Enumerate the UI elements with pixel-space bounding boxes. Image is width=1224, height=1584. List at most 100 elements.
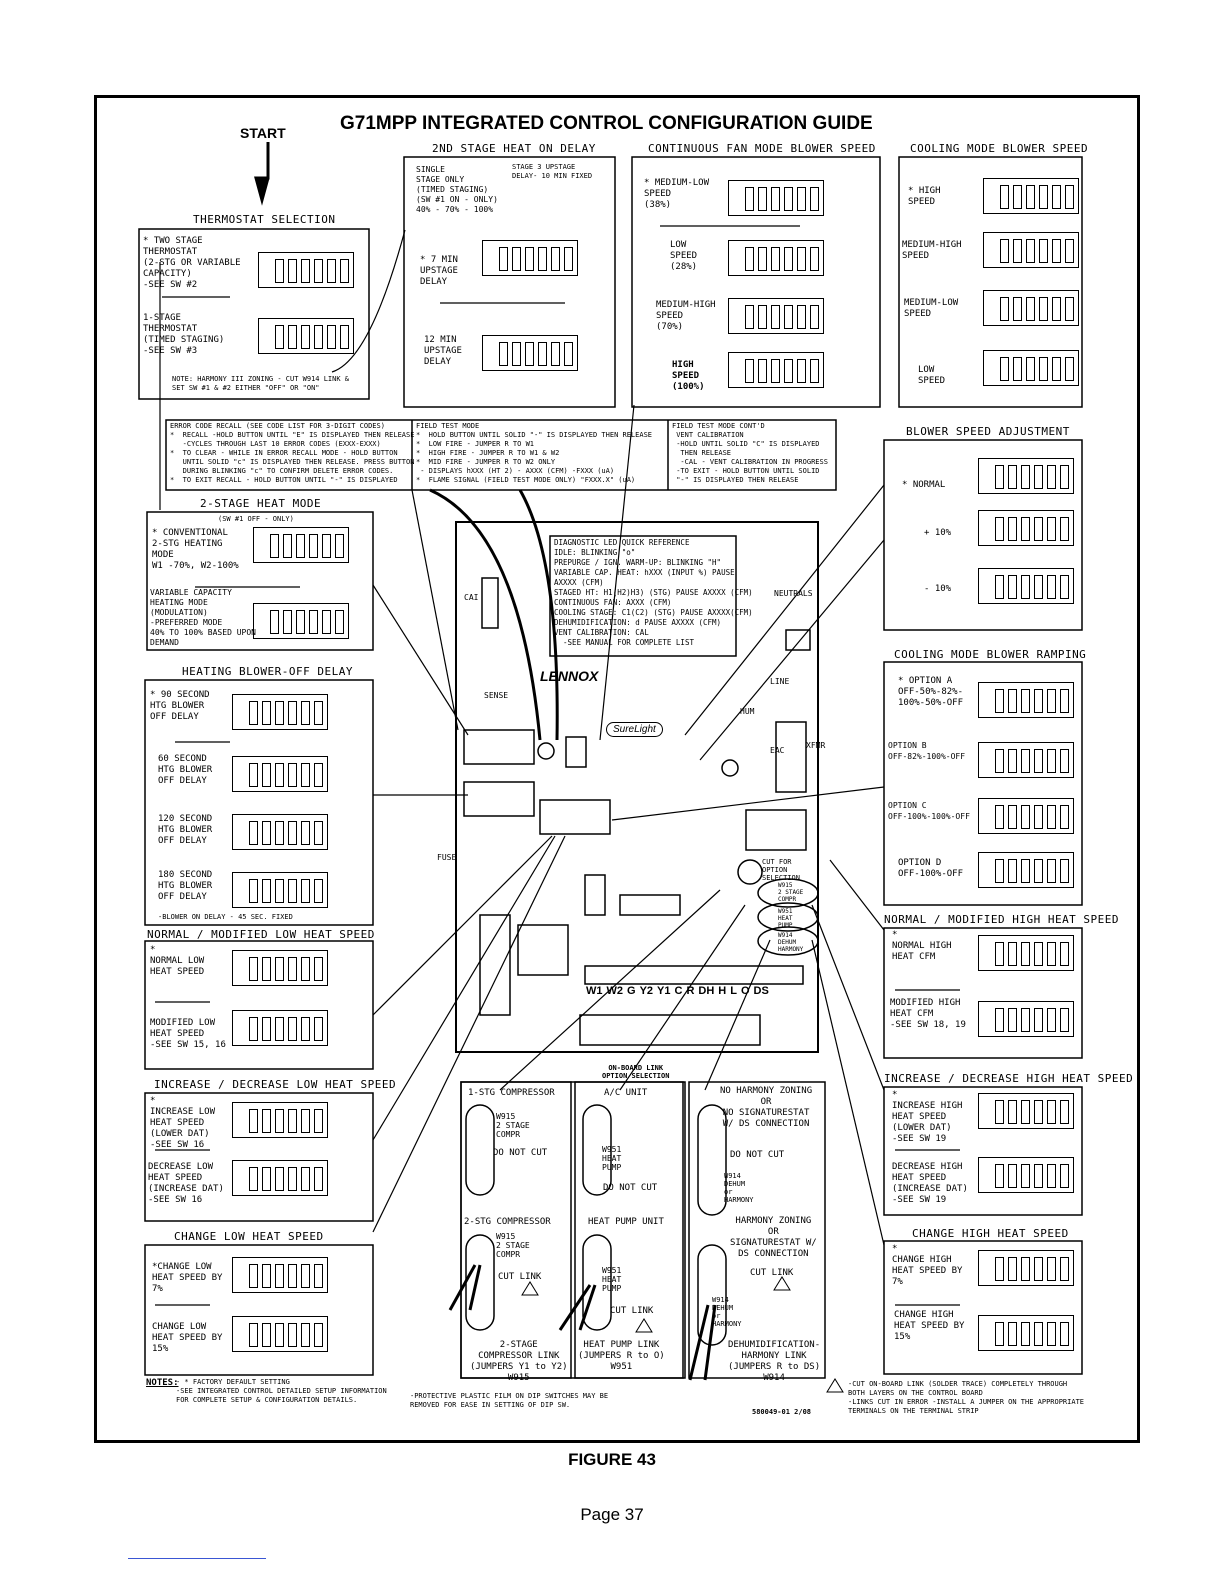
ramp-opt2: OPTION B OFF-82%-100%-OFF: [888, 741, 966, 761]
dip-switch-block: [978, 1315, 1074, 1351]
dip-switch-cell: [1060, 517, 1069, 541]
terminal-label: W1: [586, 985, 603, 997]
dip-switch-block: [258, 252, 354, 288]
dip-switch-cell: [1021, 749, 1030, 773]
dip-switch-cell: [288, 1323, 297, 1347]
dip-switch-cell: [262, 1017, 271, 1041]
dip-switch-cell: [1000, 357, 1009, 381]
dip-switch-cell: [301, 325, 310, 349]
dip-switch-cell: [288, 1109, 297, 1133]
notes-right: -CUT ON-BOARD LINK (SOLDER TRACE) COMPLE…: [848, 1380, 1085, 1415]
fan-opt2: LOW SPEED (28%): [670, 240, 698, 272]
dip-switch-cell: [1060, 805, 1069, 829]
dip-switch-cell: [301, 1167, 310, 1191]
dip-switch-cell: [1047, 805, 1056, 829]
dip-switch-cell: [262, 763, 271, 787]
dip-switch-cell: [745, 359, 754, 383]
dip-switch-block: [978, 1250, 1074, 1286]
fan-title: CONTINUOUS FAN MODE BLOWER SPEED: [648, 142, 876, 155]
inclow-title: INCREASE / DECREASE LOW HEAT SPEED: [154, 1078, 397, 1091]
dehum-cut: CUT LINK: [750, 1268, 794, 1278]
heatpump-bottom: HEAT PUMP UNIT: [588, 1217, 664, 1227]
fan-opt1: * MEDIUM-LOW SPEED (38%): [644, 178, 710, 210]
part-number: 580049-01 2/08: [752, 1408, 812, 1416]
dip-switch-cell: [275, 1323, 284, 1347]
dip-switch-block: [728, 298, 824, 334]
dip-switch-cell: [1034, 749, 1043, 773]
dehum-top: NO HARMONY ZONING OR NO SIGNATURESTAT W/…: [720, 1086, 813, 1129]
hum-label: HUM: [740, 707, 755, 716]
neutrals-label: NEUTRALS: [774, 589, 813, 598]
onboard-link-title: ON-BOARD LINK OPTION SELECTION: [602, 1064, 670, 1080]
dip-switch-cell: [1034, 689, 1043, 713]
dip-switch-cell: [314, 879, 323, 903]
dip-switch-block: [232, 1257, 328, 1293]
dip-switch-cell: [288, 763, 297, 787]
dip-switch-cell: [288, 1167, 297, 1191]
dip-switch-cell: [995, 689, 1004, 713]
dip-switch-cell: [1026, 297, 1035, 321]
dip-switch-cell: [1052, 185, 1061, 209]
dip-switch-cell: [1047, 465, 1056, 489]
dip-switch-cell: [995, 1164, 1004, 1188]
lowheat-box: [144, 940, 374, 1070]
dip-switch-cell: [275, 1264, 284, 1288]
dip-switch-cell: [1034, 517, 1043, 541]
dip-switch-cell: [1039, 297, 1048, 321]
lennox-logo: LENNOX: [540, 668, 599, 684]
dip-switch-cell: [275, 701, 284, 725]
dip-switch-block: [978, 568, 1074, 604]
board-w951-label: W951 HEAT PUMP: [778, 908, 793, 929]
dip-switch-cell: [995, 749, 1004, 773]
dip-switch-cell: [1047, 689, 1056, 713]
dip-switch-block: [978, 1001, 1074, 1037]
dip-switch-cell: [1008, 1008, 1017, 1032]
terminal-label: H: [718, 985, 727, 997]
dip-switch-cell: [1060, 942, 1069, 966]
dip-switch-cell: [275, 1017, 284, 1041]
dip-switch-cell: [995, 859, 1004, 883]
dip-switch-cell: [810, 359, 819, 383]
inchigh-opt2: DECREASE HIGH HEAT SPEED (INCREASE DAT) …: [892, 1162, 968, 1205]
dehum-nocut: DO NOT CUT: [730, 1150, 785, 1160]
dip-switch-block: [232, 1010, 328, 1046]
dip-switch-cell: [249, 1264, 258, 1288]
terminal-label: L: [730, 985, 737, 997]
dip-switch-cell: [262, 1323, 271, 1347]
dip-switch-cell: [995, 575, 1004, 599]
dip-switch-cell: [314, 821, 323, 845]
bloweroff-title: HEATING BLOWER-OFF DELAY: [182, 665, 353, 678]
heatpump-top: A/C UNIT: [604, 1088, 648, 1098]
highheat-opt2: MODIFIED HIGH HEAT CFM -SEE SW 18, 19: [890, 998, 966, 1030]
stage2-stage3: STAGE 3 UPSTAGE DELAY- 10 MIN FIXED: [512, 163, 593, 180]
dip-switch-cell: [288, 325, 297, 349]
dip-switch-block: [983, 350, 1079, 386]
inchigh-opt1: * INCREASE HIGH HEAT SPEED (LOWER DAT) -…: [892, 1090, 963, 1144]
terminal-label: DS: [753, 985, 769, 997]
dip-switch-cell: [275, 763, 284, 787]
compressor-cut: CUT LINK: [498, 1272, 542, 1282]
dip-switch-cell: [1021, 1322, 1030, 1346]
dip-switch-block: [482, 240, 578, 276]
cool-box: [898, 156, 1083, 408]
dip-switch-cell: [1060, 1257, 1069, 1281]
dip-switch-cell: [275, 821, 284, 845]
cai-label: CAI: [464, 593, 479, 602]
compressor-w2: W915 2 STAGE COMPR: [496, 1232, 530, 1259]
dip-switch-cell: [314, 325, 323, 349]
compressor-top: 1-STG COMPRESSOR: [468, 1088, 555, 1098]
compressor-caption: 2-STAGE COMPRESSOR LINK (JUMPERS Y1 to Y…: [470, 1340, 568, 1383]
dip-switch-cell: [1021, 689, 1030, 713]
dip-switch-cell: [1008, 517, 1017, 541]
dip-switch-cell: [301, 821, 310, 845]
dip-switch-cell: [1047, 1322, 1056, 1346]
dip-switch-cell: [1039, 357, 1048, 381]
dip-switch-cell: [249, 1167, 258, 1191]
dip-switch-block: [983, 290, 1079, 326]
dip-switch-block: [983, 232, 1079, 268]
dip-switch-cell: [1034, 805, 1043, 829]
highheat-title: NORMAL / MODIFIED HIGH HEAT SPEED: [884, 913, 1120, 926]
dip-switch-cell: [262, 1109, 271, 1133]
dip-switch-cell: [1013, 239, 1022, 263]
